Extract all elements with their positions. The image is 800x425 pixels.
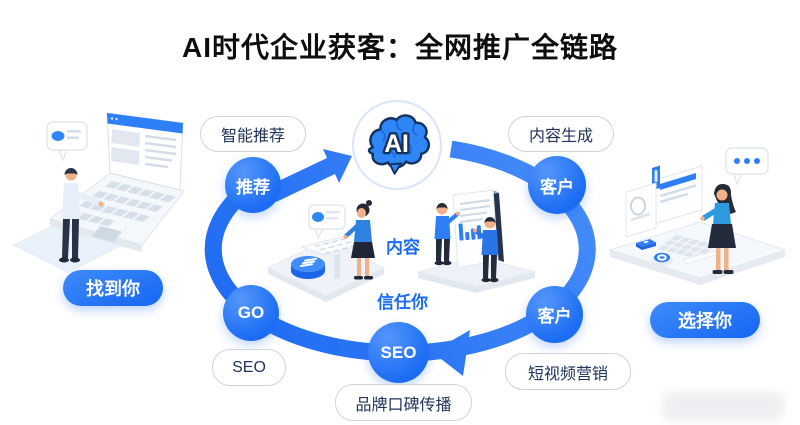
speech-bubble: [308, 204, 346, 240]
panel-lines: [659, 184, 697, 204]
ai-label: AI: [384, 131, 409, 158]
cycle-node-recommend: 推荐: [225, 157, 281, 213]
tag-seo: SEO: [212, 349, 286, 386]
illustration-choose-you: [608, 147, 787, 285]
arrow-recommend-to-ai: [268, 149, 352, 202]
table-leg: [334, 253, 340, 280]
speech-bubble: [46, 121, 88, 163]
person-man-right: [473, 217, 499, 283]
blue-button-pad: [636, 239, 656, 250]
dial-pad: [651, 252, 673, 266]
center-label-trust-you: 信任你: [377, 293, 428, 312]
screen-dot: [110, 117, 114, 120]
blue-disc: [291, 256, 325, 279]
tab-stripe: [654, 170, 658, 182]
profile-card: [625, 182, 657, 238]
desk-edge: [610, 250, 785, 285]
person-man: [59, 168, 104, 263]
screen-block: [111, 147, 140, 165]
illustration-find-you: [12, 112, 185, 273]
illustration-content-creation: [266, 200, 386, 302]
cycle-node-customer-top: 客户: [528, 156, 586, 214]
caption-choose-you: 选择你: [650, 302, 760, 338]
screen-lines: [144, 134, 177, 169]
laptop-trackpad: [92, 226, 122, 242]
avatar-icon: [630, 196, 646, 216]
center-label-content: 内容: [386, 238, 420, 257]
page-title: AI时代企业获客：全网推广全链路: [181, 32, 618, 63]
person-man-left: [434, 203, 460, 266]
ai-brain-icon: AI: [367, 114, 431, 175]
screen-dot: [115, 117, 118, 121]
watermark-blur: [662, 392, 784, 420]
arrow-to-seo: [432, 330, 470, 376]
cycle-node-go: GO: [223, 285, 279, 341]
card-line: [630, 212, 651, 222]
tag-smart-recommend: 智能推荐: [200, 116, 306, 152]
platform-edge: [418, 272, 535, 293]
board-lines: [459, 199, 491, 223]
tag-brand-word-of-mouth: 品牌口碑传播: [335, 384, 472, 421]
tag-content-generation: 内容生成: [508, 116, 614, 152]
bubble-dot-icon: [312, 212, 324, 222]
screen-header-bar: [107, 113, 183, 134]
cycle-node-customer-bottom: 客户: [526, 286, 583, 343]
illustration-presentation: [416, 189, 536, 293]
person-woman: [343, 200, 375, 280]
bubble-dot-icon: [51, 131, 65, 141]
platform-edge: [268, 268, 384, 302]
board-side: [493, 190, 504, 262]
panel-blue-bar: [660, 173, 696, 190]
screen-block: [111, 129, 140, 147]
tag-short-video-marketing: 短视频营销: [505, 353, 631, 390]
cycle-node-seo: SEO: [368, 322, 429, 383]
ai-brain-badge: AI: [352, 100, 442, 190]
person-woman: [700, 184, 736, 274]
speech-bubble-dots: [725, 147, 769, 187]
caption-find-you: 找到你: [63, 270, 163, 306]
